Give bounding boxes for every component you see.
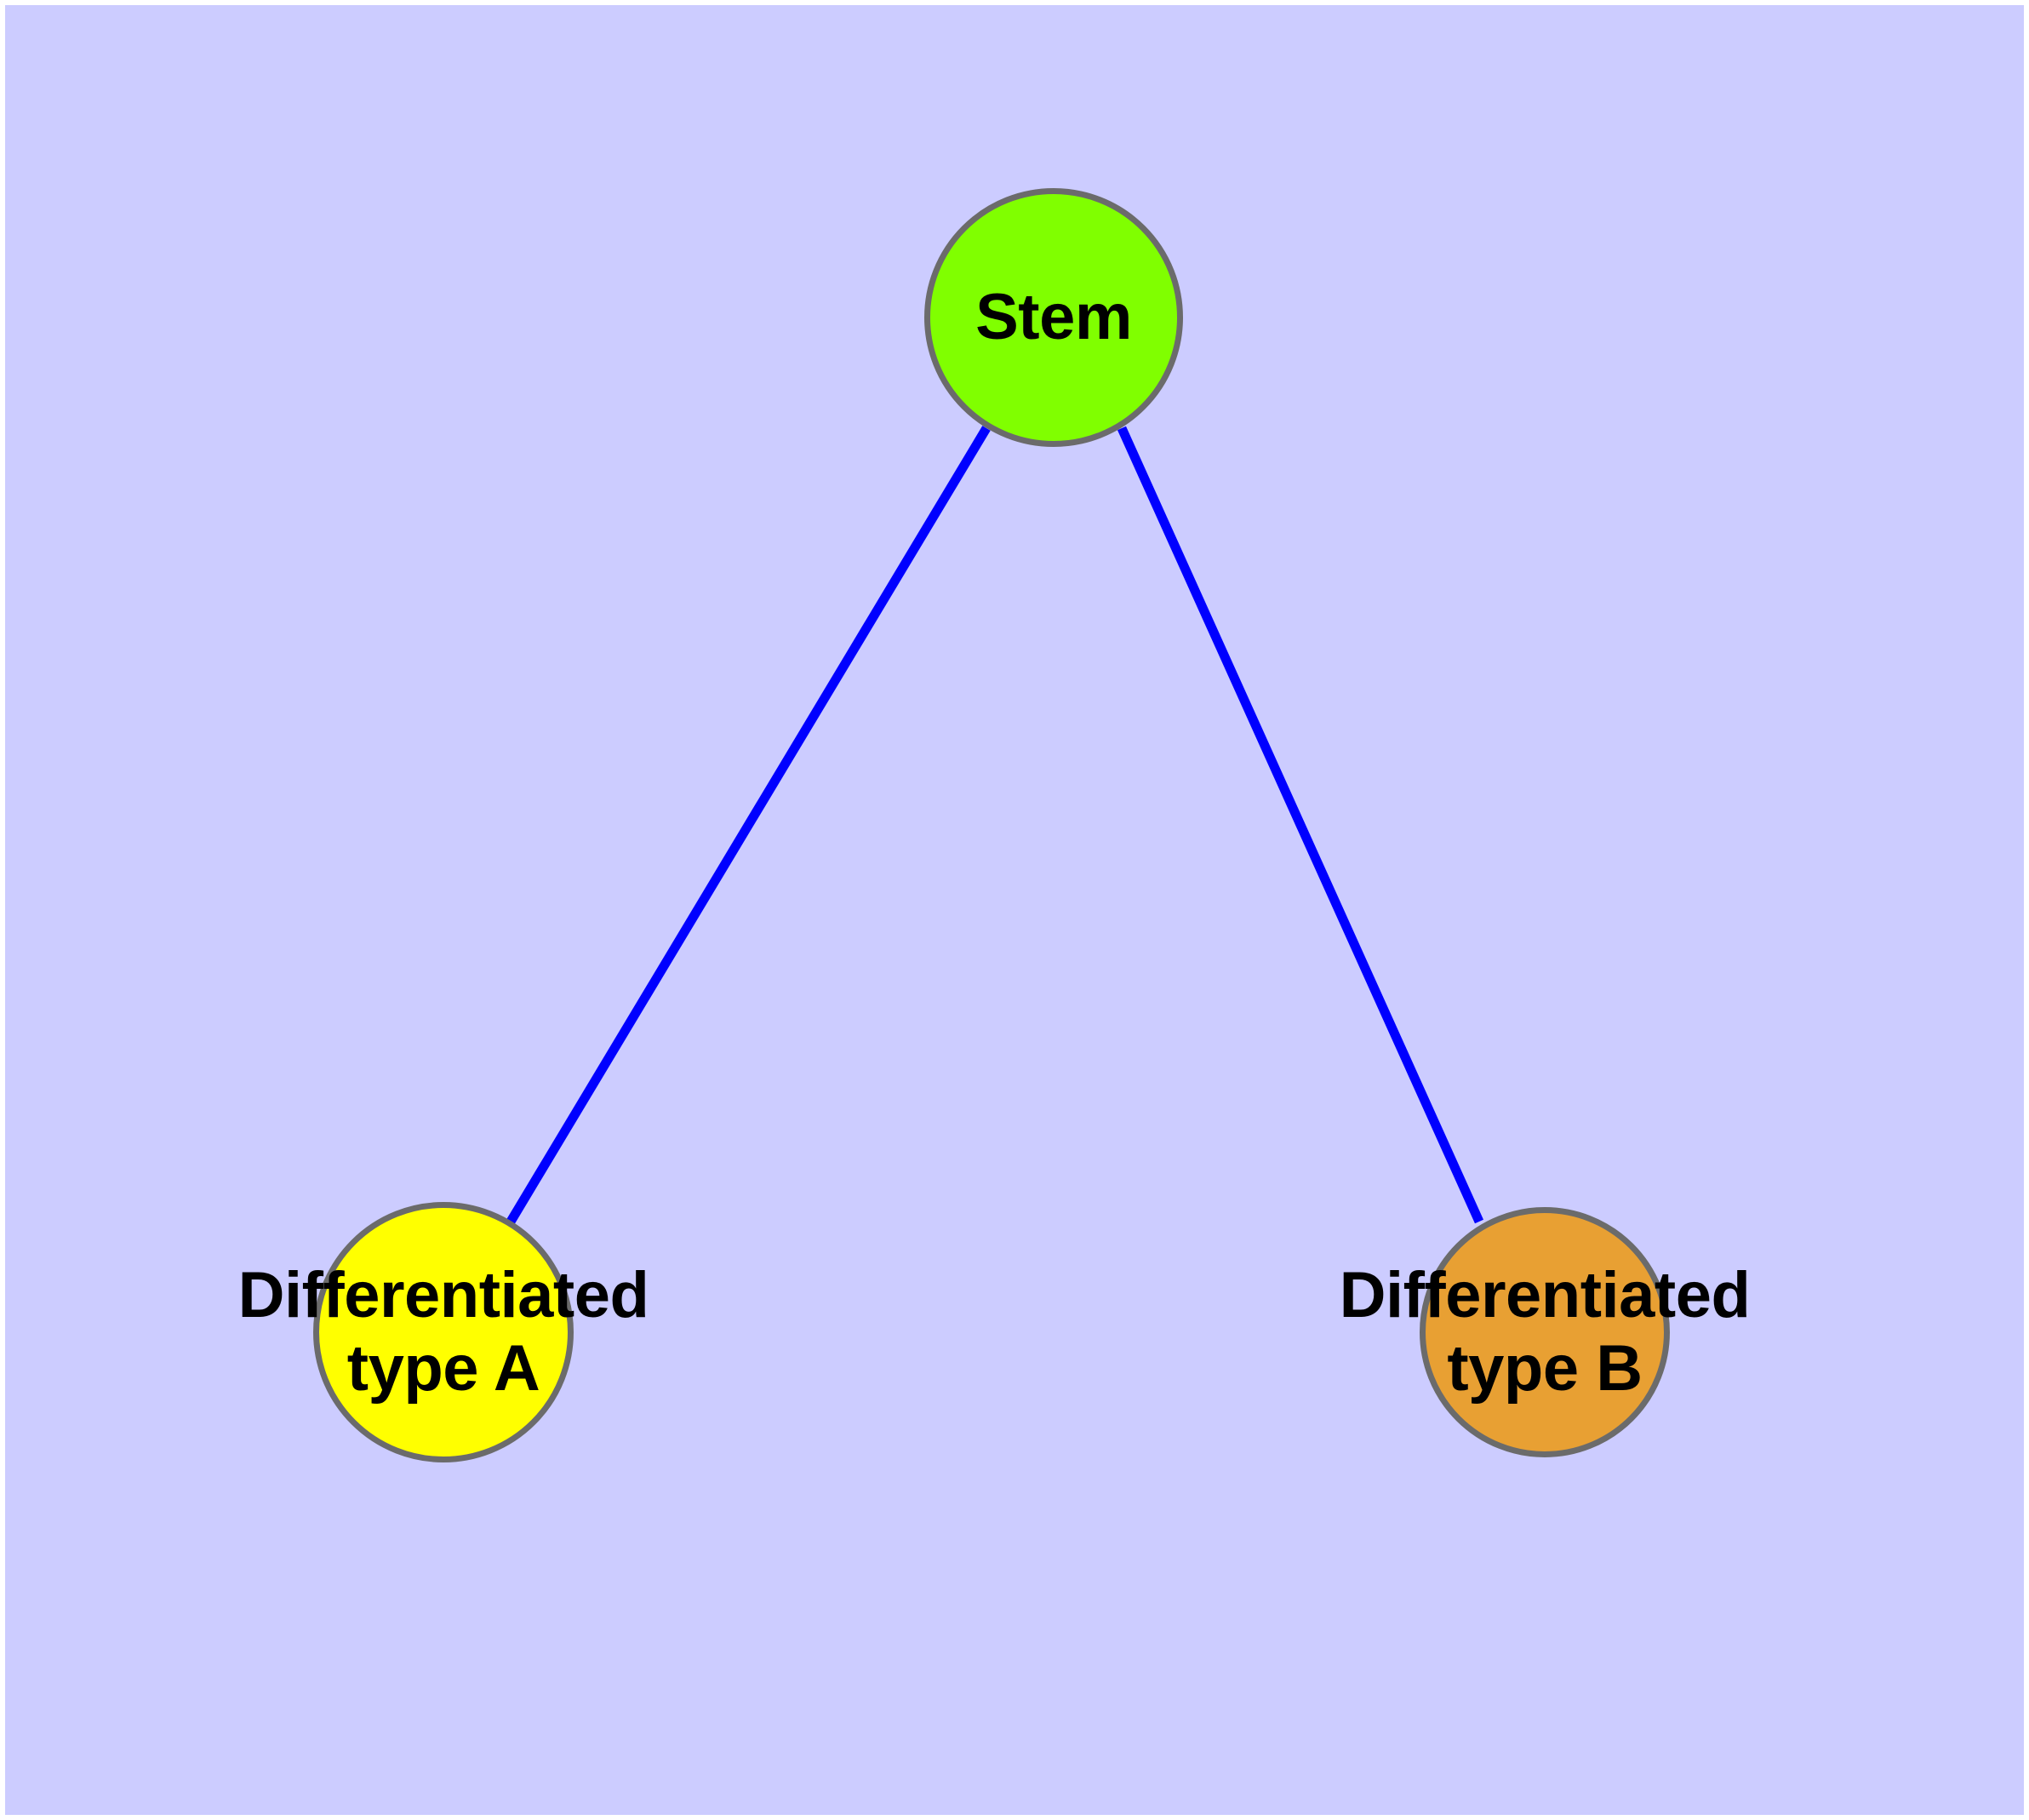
edge-layer — [506, 426, 1484, 1224]
node-differentiated-type-a[interactable] — [313, 1202, 574, 1462]
node-differentiated-type-b[interactable] — [1420, 1207, 1670, 1457]
node-layer: Stem Differentiated type A Differentiate… — [5, 5, 2024, 1815]
edge-stem-to-differentiated-type-a — [506, 426, 991, 1224]
node-stem[interactable] — [924, 188, 1183, 447]
diagram-plot-area: Stem Differentiated type A Differentiate… — [5, 5, 2024, 1815]
edge-stem-to-differentiated-type-b — [1117, 426, 1484, 1224]
